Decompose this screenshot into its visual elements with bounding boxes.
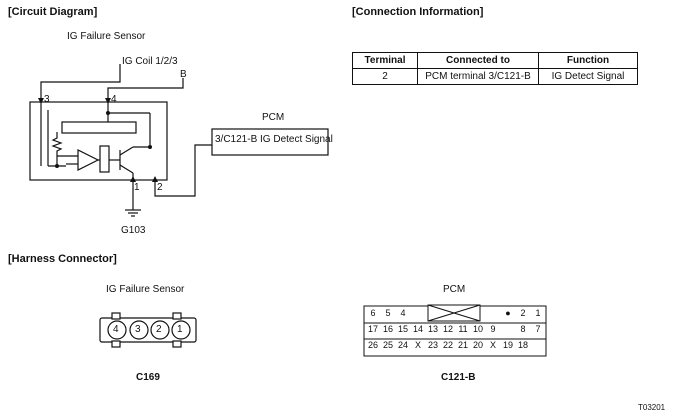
cell-function: IG Detect Signal xyxy=(538,68,638,85)
pcm-pin-cell: 20 xyxy=(472,340,483,350)
connection-table: Terminal Connected to Function 2 PCM ter… xyxy=(352,52,638,85)
pcm-pin-cell: 11 xyxy=(458,324,468,334)
pcm-pin-cell: 23 xyxy=(427,340,438,350)
pcm-pin-cell: 26 xyxy=(367,340,378,350)
table-row: 2 PCM terminal 3/C121-B IG Detect Signal xyxy=(352,68,638,85)
pcm-pin-cell: 16 xyxy=(382,324,393,334)
pcm-connector-title: PCM xyxy=(443,284,466,295)
pcm-pin-cell: 19 xyxy=(502,340,513,350)
pcm-pin-cell: 17 xyxy=(367,324,378,334)
sensor-box xyxy=(29,101,168,181)
pcm-pin-cell: 9 xyxy=(490,324,496,334)
pin-3-label: 3 xyxy=(44,94,50,105)
pcm-pin-cell: 25 xyxy=(382,340,393,350)
pin-circle xyxy=(171,320,191,340)
pcm-pin-cell: 2 xyxy=(520,308,526,318)
pcm-pin-cell: X xyxy=(489,340,496,350)
pcm-pin-cell: 7 xyxy=(535,324,541,334)
pcm-label: PCM xyxy=(262,112,285,123)
pcm-box-label: 3/C121-B IG Detect Signal xyxy=(215,134,333,145)
pcm-pin-cell: 24 xyxy=(397,340,408,350)
pin-1-label: 1 xyxy=(134,182,140,193)
b-label: B xyxy=(180,69,187,80)
circuit-diagram-heading: [Circuit Diagram] xyxy=(8,6,98,18)
left-connector-code: C169 xyxy=(136,372,160,383)
pcm-connector-code: C121-B xyxy=(441,372,476,383)
pcm-pin-cell: 22 xyxy=(442,340,453,350)
pcm-pin-cell: 13 xyxy=(427,324,438,334)
pcm-pin-cell: ● xyxy=(505,308,511,318)
ig-coil-wire xyxy=(40,64,121,102)
signal-wire xyxy=(154,144,212,197)
pcm-pin-cell: 6 xyxy=(370,308,376,318)
pcm-pin-cell: 15 xyxy=(397,324,408,334)
pin-circle xyxy=(107,320,127,340)
pin-4-label: 4 xyxy=(111,94,117,105)
pin-circle xyxy=(129,320,149,340)
ground-label: G103 xyxy=(121,225,146,236)
ig-coil-label: IG Coil 1/2/3 xyxy=(122,56,178,67)
component-title: IG Failure Sensor xyxy=(67,31,146,42)
pcm-pin-cell: 8 xyxy=(520,324,526,334)
b-wire xyxy=(107,78,184,102)
pcm-pin-cell: 21 xyxy=(457,340,468,350)
pin-circle xyxy=(150,320,170,340)
pcm-pin-cell: X xyxy=(414,340,421,350)
harness-connector-heading: [Harness Connector] xyxy=(8,253,117,265)
figure-code: T03201 xyxy=(638,403,666,412)
pin-2-label: 2 xyxy=(157,182,163,193)
pcm-pin-cell: 4 xyxy=(400,308,406,318)
pcm-box xyxy=(211,128,329,156)
pcm-pin-cell: 18 xyxy=(517,340,528,350)
cell-connected-to: PCM terminal 3/C121-B xyxy=(417,68,539,85)
pcm-pin-cell: 14 xyxy=(412,324,423,334)
left-connector-title: IG Failure Sensor xyxy=(106,284,185,295)
left-pin-3: 3 xyxy=(135,324,141,335)
pcm-pin-cell: 10 xyxy=(472,324,483,334)
pcm-pin-cell: 12 xyxy=(442,324,453,334)
pcm-pin-cell: 1 xyxy=(535,308,541,318)
pcm-pin-cell: 5 xyxy=(385,308,391,318)
connection-information-heading: [Connection Information] xyxy=(352,6,484,18)
resistor xyxy=(51,132,63,166)
comparator-block xyxy=(99,145,110,173)
inner-bar xyxy=(61,121,137,134)
left-pin-2: 2 xyxy=(156,324,162,335)
left-pin-1: 1 xyxy=(177,324,183,335)
op-amp xyxy=(77,149,100,171)
left-pin-4: 4 xyxy=(113,324,119,335)
connection-table-header: Terminal Connected to Function xyxy=(352,52,638,69)
